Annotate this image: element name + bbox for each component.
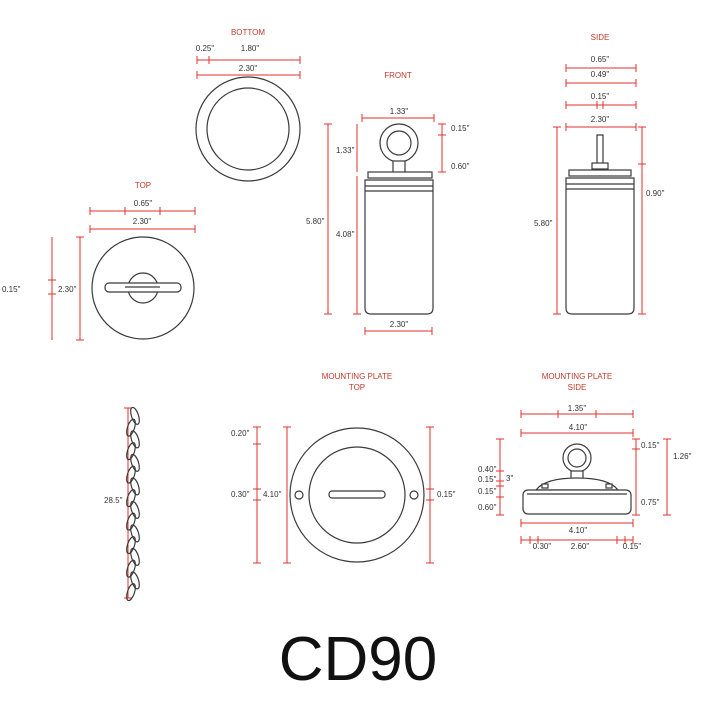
front-dim-0: 1.33" — [390, 107, 409, 116]
chain-link — [126, 536, 136, 555]
bottom-outer-ring — [195, 76, 301, 182]
mp-side-dim-12: 2.60" — [571, 542, 590, 551]
top-dim-0: 0.65" — [134, 199, 153, 208]
bottom-view: BOTTOM 0.25" 1.80" 2.30" — [195, 28, 301, 182]
mp-side-dim-7: 0.15" — [478, 487, 497, 496]
top-dim-2: 0.15" — [2, 285, 21, 294]
front-dim-4: 5.80" — [306, 217, 325, 226]
mp-side-plate — [522, 489, 632, 515]
mp-top-screw-hole-left — [294, 490, 304, 500]
front-dim-1: 0.15" — [451, 124, 470, 133]
side-view: SIDE 0.65" 0.49" 0.15" 2.30" 5.80" 0.90" — [534, 33, 665, 315]
side-dim-4: 5.80" — [534, 219, 553, 228]
top-dim-3: 2.30" — [58, 285, 77, 294]
mp-side-dim-2: 0.15" — [641, 441, 660, 450]
mp-side-dim-11: 0.30" — [533, 542, 552, 551]
mounting-plate-top-view: MOUNTING PLATE TOP 0.20" 0.30" 4.10" 0.1… — [231, 372, 456, 564]
chain-link — [126, 465, 136, 484]
mounting-plate-side-view: MOUNTING PLATE SIDE 1.35" 4.10" 0.15" 0.… — [478, 372, 692, 551]
chain-link — [126, 512, 136, 531]
side-body — [565, 177, 635, 315]
chain-links — [126, 406, 140, 602]
mp-top-dim-3: 0.15" — [437, 490, 456, 499]
mp-top-title-1: MOUNTING PLATE — [322, 372, 393, 381]
mp-side-ring — [562, 443, 592, 473]
mp-side-dim-3: 1.26" — [673, 452, 692, 461]
bottom-dim-2: 2.30" — [239, 64, 258, 73]
mp-side-dim-5: 0.15" — [478, 475, 497, 484]
chain-link — [130, 430, 140, 449]
mp-side-dim-13: 0.15" — [623, 542, 642, 551]
mp-side-screw-left — [541, 483, 549, 489]
front-dim-2: 1.33" — [336, 146, 355, 155]
mp-top-inner — [308, 446, 406, 544]
chain-link — [126, 583, 136, 602]
top-view: TOP 0.65" 2.30" 0.15" 2.30" — [2, 181, 196, 341]
chain-link — [130, 547, 140, 566]
front-ring — [379, 123, 419, 163]
top-circle — [91, 236, 195, 340]
mp-side-title-1: MOUNTING PLATE — [542, 372, 613, 381]
top-dim-1: 2.30" — [133, 217, 152, 226]
mp-top-dim-1: 0.30" — [231, 490, 250, 499]
mp-top-dim-0: 0.20" — [231, 429, 250, 438]
bottom-title: BOTTOM — [231, 28, 265, 37]
mp-side-dim-10: 4.10" — [569, 526, 588, 535]
front-dim-3: 0.60" — [451, 162, 470, 171]
side-dim-0: 0.65" — [591, 55, 610, 64]
chain-link — [130, 500, 140, 519]
chain-link — [130, 477, 140, 496]
side-dim-3: 2.30" — [591, 115, 610, 124]
mp-side-dim-4: 0.40" — [478, 465, 497, 474]
side-title: SIDE — [591, 33, 610, 42]
mp-side-title-2: SIDE — [568, 383, 587, 392]
side-hanger — [596, 134, 604, 166]
side-dim-2: 0.15" — [591, 92, 610, 101]
front-dim-6: 2.30" — [390, 320, 409, 329]
mp-side-dim-9: 0.75" — [641, 498, 660, 507]
front-dim-5: 4.08" — [336, 230, 355, 239]
chain-link — [126, 442, 136, 461]
mp-top-title-2: TOP — [349, 383, 365, 392]
chain-link — [126, 489, 136, 508]
mp-top-outer — [289, 427, 425, 563]
mp-top-slot — [328, 490, 386, 499]
side-dim-1: 0.49" — [591, 70, 610, 79]
top-title: TOP — [135, 181, 151, 190]
mp-top-dim-2: 4.10" — [263, 490, 282, 499]
chain-dim-0: 28.5" — [104, 496, 123, 505]
chain-link — [126, 418, 136, 437]
bottom-dim-1: 1.80" — [241, 44, 260, 53]
front-cap — [367, 171, 433, 179]
side-cap — [568, 169, 632, 177]
bottom-dim-0: 0.25" — [196, 44, 215, 53]
mp-side-screw-right — [605, 483, 613, 489]
chain-link — [130, 524, 140, 543]
chain-link — [130, 571, 140, 590]
mp-side-dim-1: 4.10" — [569, 423, 588, 432]
mp-side-dim-6: 3" — [506, 474, 513, 483]
front-view: FRONT 1.33" 0.15" 0.60" 1.33" 5.80" 4.08… — [306, 71, 470, 335]
chain: 28.5" — [104, 406, 140, 602]
bottom-inner-ring — [206, 87, 290, 171]
side-dim-5: 0.90" — [646, 189, 665, 198]
mp-side-dim-0: 1.35" — [568, 404, 587, 413]
chain-link — [130, 453, 140, 472]
front-body — [364, 179, 434, 315]
mp-top-screw-hole-right — [409, 490, 419, 500]
chain-link — [130, 406, 140, 425]
model-name: CD90 — [279, 625, 438, 694]
chain-link — [126, 559, 136, 578]
front-title: FRONT — [384, 71, 412, 80]
mp-side-dim-8: 0.60" — [478, 503, 497, 512]
